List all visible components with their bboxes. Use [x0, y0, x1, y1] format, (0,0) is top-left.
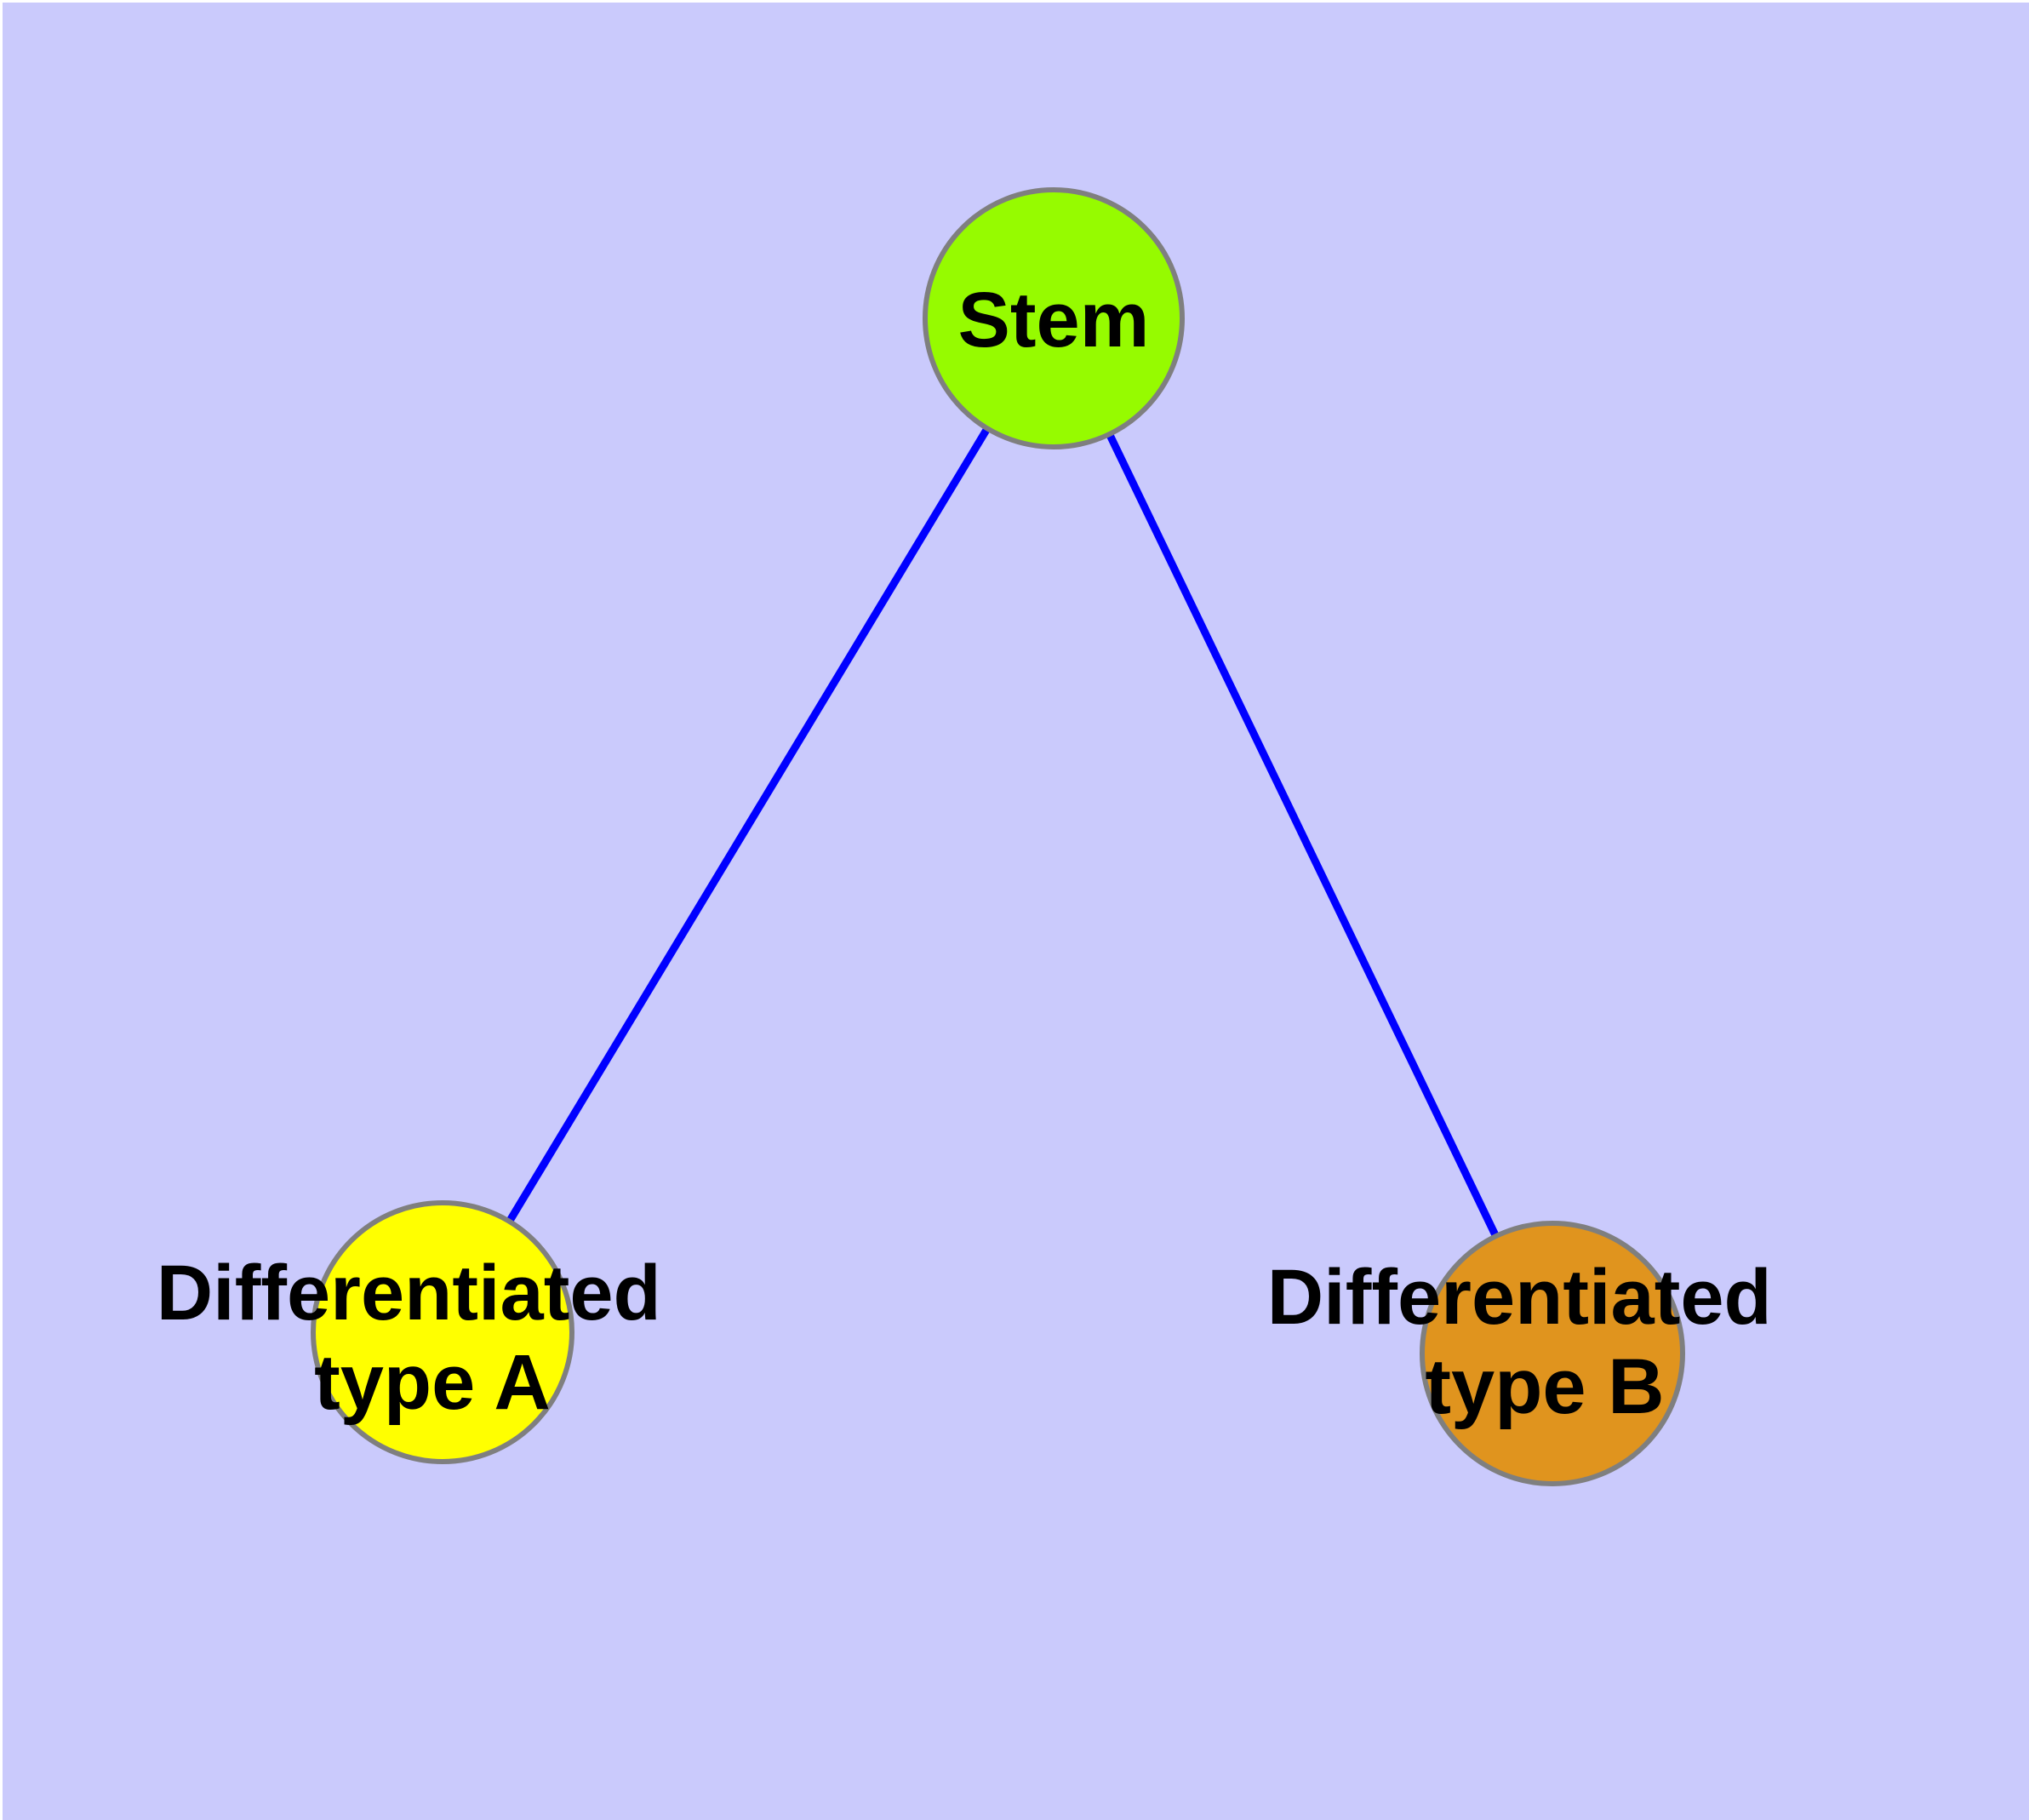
- node-stem-label: Stem: [958, 277, 1150, 363]
- node-type-a-label-line-2: type A: [314, 1339, 551, 1426]
- node-type-b-label: Differentiated type B: [1267, 1254, 1794, 1430]
- edge-stem-to-type-b: [1049, 317, 1557, 1355]
- node-differentiated-type-b: [1420, 1221, 1685, 1486]
- node-differentiated-type-a: [311, 1200, 574, 1464]
- node-type-b-label-line-2: type B: [1425, 1343, 1664, 1430]
- node-stem: [923, 187, 1185, 449]
- node-type-b-label-line-1: Differentiated: [1267, 1254, 1772, 1341]
- node-type-a-label: Differentiated type A: [157, 1250, 683, 1426]
- node-type-a-label-line-1: Differentiated: [157, 1250, 661, 1336]
- edge-stem-to-type-a: [439, 316, 1057, 1335]
- node-stem-label-line: Stem: [958, 277, 1150, 363]
